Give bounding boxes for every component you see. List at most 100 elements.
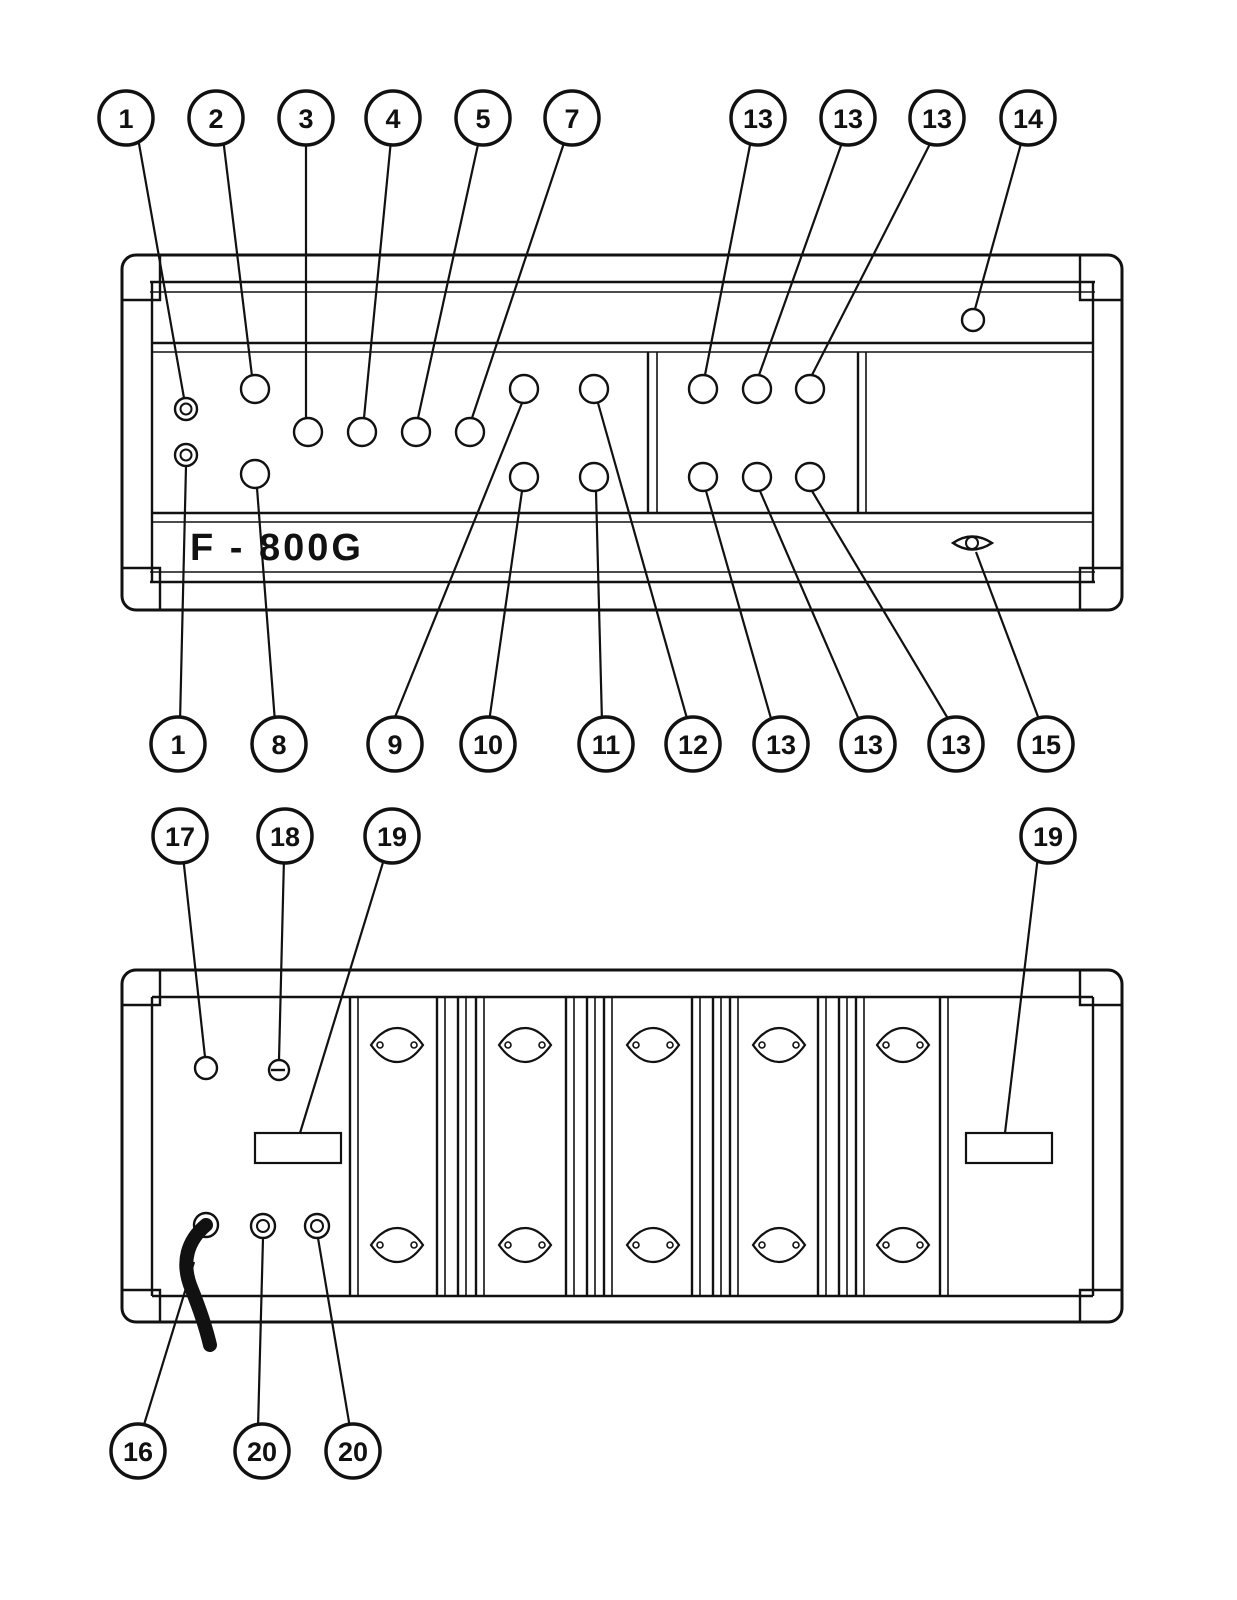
eq-knob-3[interactable]: [794, 373, 826, 405]
callout-number: 5: [475, 104, 490, 134]
callout-front-bottom-row-2: 8: [250, 715, 308, 773]
callout-top-row-10: 14: [999, 89, 1057, 147]
callout-number: 13: [743, 104, 773, 134]
callout-top-row-8: 13: [819, 89, 877, 147]
callout-rear-top-row-4: 19: [1019, 807, 1077, 865]
callout-front-bottom-row-3: 9: [366, 715, 424, 773]
knob-10[interactable]: [508, 461, 540, 493]
callout-number: 18: [270, 822, 300, 852]
callout-front-bottom-row-1: 1: [149, 715, 207, 773]
callout-rear-bottom-row-1: 16: [109, 1422, 167, 1480]
callout-number: 11: [592, 730, 621, 760]
transistor-2-top: [497, 1026, 553, 1064]
callout-top-row-5: 5: [454, 89, 512, 147]
callout-number: 13: [941, 730, 971, 760]
callout-number: 12: [678, 730, 708, 760]
fuse-holder[interactable]: [193, 1055, 219, 1081]
knob-3[interactable]: [292, 416, 324, 448]
callout-number: 19: [1033, 822, 1063, 852]
callout-number: 10: [473, 730, 503, 760]
callout-front-bottom-row-4: 10: [459, 715, 517, 773]
callout-rear-bottom-row-3: 20: [324, 1422, 382, 1480]
callout-front-bottom-row-9: 13: [927, 715, 985, 773]
footswitch-socket[interactable]: [950, 535, 995, 551]
knob-5[interactable]: [400, 416, 432, 448]
callout-number: 19: [377, 822, 407, 852]
speaker-output-2[interactable]: [303, 1212, 331, 1240]
callout-number: 20: [338, 1437, 368, 1467]
knob-2[interactable]: [239, 373, 271, 405]
callout-number: 1: [118, 104, 133, 134]
input-jack-lower[interactable]: [173, 442, 199, 468]
transistor-1-bottom: [369, 1226, 425, 1264]
knob-12[interactable]: [578, 373, 610, 405]
ground-switch[interactable]: [267, 1058, 291, 1082]
speaker-output-1[interactable]: [249, 1212, 277, 1240]
corner-tr: [1078, 255, 1122, 302]
corner-tl: [122, 255, 162, 302]
eq-knob-6[interactable]: [794, 461, 826, 493]
callout-rear-top-row-1: 17: [151, 807, 209, 865]
callout-top-row-9: 13: [908, 89, 966, 147]
transistor-5-top: [875, 1026, 931, 1064]
eq-knob-2[interactable]: [741, 373, 773, 405]
callout-front-bottom-row-8: 13: [839, 715, 897, 773]
power-transistors: [369, 1026, 931, 1264]
callout-number: 2: [208, 104, 223, 134]
pilot-lamp: [960, 307, 986, 333]
callout-number: 13: [853, 730, 883, 760]
knob-8[interactable]: [239, 458, 271, 490]
callout-number: 7: [564, 104, 579, 134]
callout-number: 9: [387, 730, 402, 760]
callout-front-bottom-row-7: 13: [752, 715, 810, 773]
eq-knob-4[interactable]: [687, 461, 719, 493]
transistor-2-bottom: [497, 1226, 553, 1264]
callout-number: 4: [385, 104, 400, 134]
callout-rear-bottom-row-2: 20: [233, 1422, 291, 1480]
callout-number: 13: [833, 104, 863, 134]
transistor-3-bottom: [625, 1226, 681, 1264]
transistor-3-top: [625, 1026, 681, 1064]
callout-number: 15: [1031, 730, 1061, 760]
rating-plate-right: [964, 1131, 1054, 1165]
callout-front-bottom-row-10: 15: [1017, 715, 1075, 773]
callout-number: 13: [922, 104, 952, 134]
knob-7[interactable]: [454, 416, 486, 448]
power-cord: [179, 1211, 220, 1352]
callout-top-row-2: 2: [187, 89, 245, 147]
callout-number: 8: [271, 730, 286, 760]
callout-top-row-4: 4: [364, 89, 422, 147]
callout-number: 3: [298, 104, 313, 134]
callout-number: 14: [1013, 104, 1043, 134]
corner-bl: [122, 566, 162, 610]
callout-number: 16: [123, 1437, 153, 1467]
knob-9[interactable]: [508, 373, 540, 405]
callout-number: 17: [165, 822, 195, 852]
transistor-1-top: [369, 1026, 425, 1064]
corner-br: [1078, 566, 1122, 610]
callout-front-bottom-row-5: 11: [577, 715, 635, 773]
callout-rear-top-row-3: 19: [363, 807, 421, 865]
transistor-4-bottom: [751, 1226, 807, 1264]
callout-top-row-7: 13: [729, 89, 787, 147]
callout-top-row-1: 1: [97, 89, 155, 147]
rear-leader-lines: [141, 855, 1040, 1429]
callout-top-row-3: 3: [277, 89, 335, 147]
eq-knob-1[interactable]: [687, 373, 719, 405]
rear-case-outline: [120, 968, 1124, 1324]
callout-front-bottom-row-6: 12: [664, 715, 722, 773]
knob-4[interactable]: [346, 416, 378, 448]
eq-knob-5[interactable]: [741, 461, 773, 493]
front-panel: F - 800G: [120, 253, 1124, 612]
transistor-5-bottom: [875, 1226, 931, 1264]
heatsink: [348, 997, 949, 1296]
knob-11[interactable]: [578, 461, 610, 493]
callout-number: 1: [170, 730, 185, 760]
callout-number: 20: [247, 1437, 277, 1467]
front-leader-lines: [136, 137, 1042, 723]
model-label: F - 800G: [190, 527, 364, 569]
callout-rear-top-row-2: 18: [256, 807, 314, 865]
input-jack-upper[interactable]: [173, 396, 199, 422]
